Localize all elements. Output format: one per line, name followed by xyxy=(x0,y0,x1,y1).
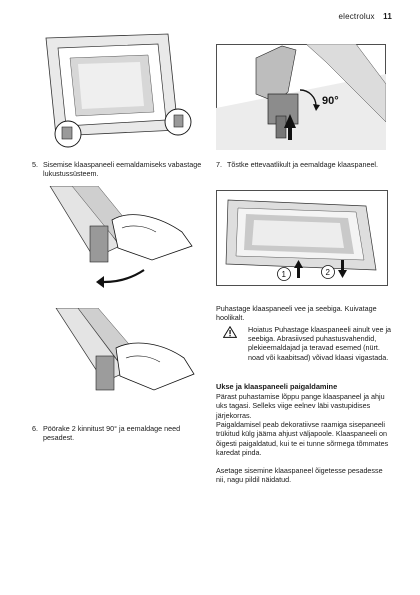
angle-label: 90° xyxy=(322,95,339,107)
install-text-2: Paigaldamisel peab dekoratiivse raamiga … xyxy=(216,420,389,457)
panel-lift-illustration: 1 2 xyxy=(216,190,388,286)
figure-panel-corners xyxy=(28,30,198,150)
step-number: 7. xyxy=(216,160,222,169)
page-header: electrolux 11 xyxy=(338,12,392,21)
warning-text: Hoiatus Puhastage klaaspaneeli ainult ve… xyxy=(248,325,392,362)
hand-turn-illustration xyxy=(32,308,202,414)
install-text-1: Pärast puhastamise lõppu pange klaaspane… xyxy=(216,392,385,420)
step-text: Sisemise klaaspaneeli eemaldamiseks vaba… xyxy=(43,160,202,179)
latch-rotate-illustration: 90° xyxy=(216,44,386,150)
warning-triangle-icon xyxy=(222,325,238,340)
step-7: 7. Tõstke ettevaatlikult ja eemaldage kl… xyxy=(216,160,388,169)
step-number: 5. xyxy=(32,160,38,169)
step-text: Pöörake 2 kinnitust 90° ja eemaldage nee… xyxy=(43,424,181,443)
figure-latch-90: 90° xyxy=(216,44,386,150)
step-text: Tõstke ettevaatlikult ja eemaldage klaas… xyxy=(227,160,379,169)
step-number: 6. xyxy=(32,424,38,433)
step-6: 6. Pöörake 2 kinnitust 90° ja eemaldage … xyxy=(32,424,202,442)
cleaning-text: Puhastage klaaspaneeli vee ja seebiga. K… xyxy=(216,304,377,323)
step-1-label: 1 xyxy=(282,270,287,279)
figure-panel-lift: 1 2 xyxy=(216,190,388,286)
step-5: 5. Sisemise klaaspaneeli eemaldamiseks v… xyxy=(32,160,202,178)
figure-hand-rotate xyxy=(32,186,202,298)
figure-hand-turn xyxy=(32,308,202,414)
install-heading: Ukse ja klaaspaneeli paigaldamine xyxy=(216,382,338,391)
brand-name: electrolux xyxy=(338,12,375,21)
step-2-label: 2 xyxy=(326,268,331,277)
panel-corners-illustration xyxy=(45,33,192,148)
hand-rotate-illustration xyxy=(32,186,202,298)
install-text-3: Asetage sisemine klaaspaneel õigetesse p… xyxy=(216,466,383,485)
warning-block: Hoiatus Puhastage klaaspaneeli ainult ve… xyxy=(216,325,392,362)
page-number: 11 xyxy=(383,12,392,21)
